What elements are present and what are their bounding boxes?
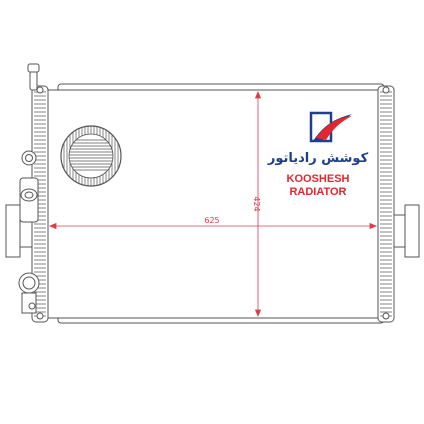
brand-name-line2: RADIATOR	[289, 186, 346, 198]
left-tank	[27, 63, 49, 323]
height-dimension	[254, 90, 262, 318]
brand-name-line1: KOOSHESH	[287, 173, 350, 185]
width-dimension-label: 625	[204, 216, 219, 225]
left-mounting-bracket	[5, 204, 32, 258]
brand-persian-text: کوشش رادیاتور	[267, 151, 369, 166]
corner-bolts	[28, 86, 390, 320]
right-tank	[377, 85, 395, 323]
height-dimension-label: 424	[252, 196, 261, 211]
width-dimension	[48, 222, 378, 230]
drain-fitting	[21, 150, 37, 166]
upper-outlet-pipe	[19, 177, 39, 223]
right-mounting-bracket	[394, 204, 420, 258]
filler-cap	[60, 125, 122, 187]
brand-logo	[309, 111, 352, 143]
